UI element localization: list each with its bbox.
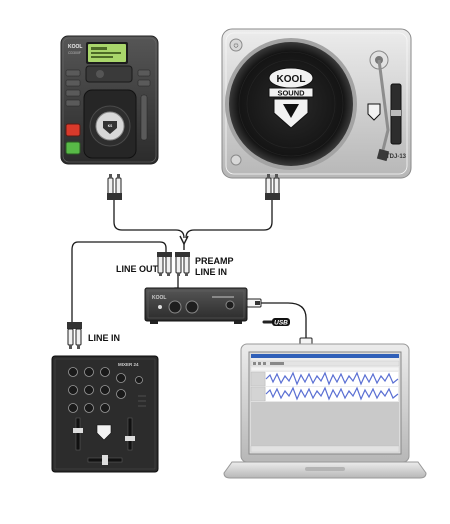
cd-player-rca-plugs [107, 174, 122, 200]
turntable-corner-foot [229, 38, 243, 52]
crossfader [102, 455, 108, 465]
mixer-line-in-label: LINE IN [88, 333, 120, 343]
mixer-line-in-rca-plugs [67, 322, 82, 349]
mixer-badge-icon [96, 424, 112, 441]
cd-play-button [65, 141, 81, 155]
cable-junction [179, 235, 189, 250]
preamp-knob-small [225, 300, 235, 310]
mixer-faders [73, 417, 135, 465]
svg-text:⏻: ⏻ [234, 43, 239, 50]
turntable-badge-icon [367, 103, 381, 121]
audio-track-1 [250, 371, 399, 387]
kool-sound-logo-icon: KOOL SOUND [268, 67, 314, 129]
cd-player-model: CD300F [68, 51, 81, 55]
audio-track-2 [250, 386, 399, 402]
preamp-knob-left [168, 300, 182, 314]
turntable-model: TDJ-13 [386, 154, 407, 160]
preamp-line-in-label: LINE IN [195, 267, 227, 277]
line-out-label: LINE OUT [116, 264, 159, 274]
mixer-knobs [68, 367, 143, 413]
preamp-label: PREAMP [195, 256, 234, 266]
cd-player-brand: KOOL [68, 44, 82, 50]
turntable: ⏻ KOOL SOUND TDJ-13 [221, 28, 412, 179]
logo-bottom-text: SOUND [277, 89, 305, 98]
cd-player: KOOL CD300F KS [60, 35, 159, 165]
preamp-knob-right [185, 300, 199, 314]
svg-text:KS: KS [108, 124, 112, 128]
preamp-line-in-rca-plugs [175, 252, 190, 276]
cd-stop-button [65, 123, 81, 137]
cd-player-cable [113, 200, 185, 239]
usb-label: USB [274, 320, 288, 327]
mixer-model: MIXER 24 [118, 362, 139, 367]
status-bar [250, 445, 400, 453]
logo-top-text: KOOL [277, 74, 306, 85]
dj-mixer: MIXER 24 [51, 355, 159, 473]
rca-plugs [67, 174, 280, 349]
phono-preamp: KOOL [144, 287, 248, 324]
turntable-cable [185, 200, 273, 239]
laptop-latch [305, 467, 345, 471]
usb-cable [249, 302, 307, 340]
laptop [223, 343, 427, 479]
tonearm [377, 59, 390, 155]
usb-icon: USB [262, 318, 290, 327]
turntable-rca-plugs [265, 174, 280, 200]
window-title-bar [251, 354, 399, 358]
preamp-power-led [158, 305, 162, 309]
editor-toolbar [250, 360, 400, 367]
cables [71, 200, 307, 340]
line-out-cable [71, 241, 167, 330]
preamp-badge: KOOL [152, 295, 166, 301]
line-out-rca-plugs [157, 252, 172, 276]
